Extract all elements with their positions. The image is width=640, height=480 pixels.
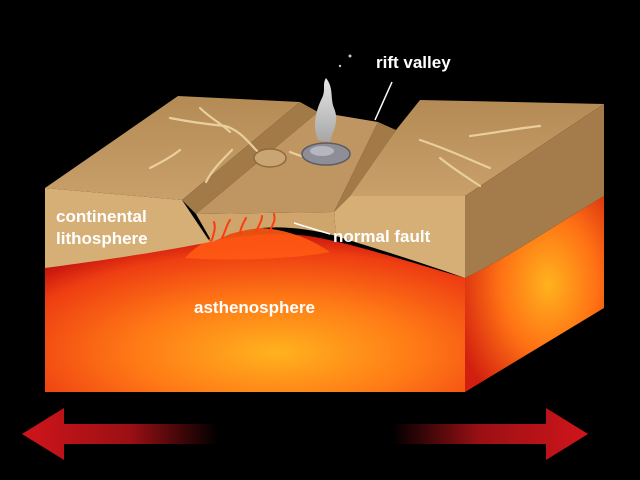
rift-valley-pointer	[374, 81, 393, 121]
normal-fault-label: normal fault	[333, 227, 431, 246]
right-fault-scarp	[334, 122, 396, 212]
continental-lithosphere-label-line1: continental	[56, 207, 147, 226]
right-block-side	[465, 104, 604, 278]
asthenosphere-label: asthenosphere	[194, 298, 315, 317]
asthenosphere-side-face	[465, 196, 604, 392]
rift-floor-front	[196, 212, 336, 242]
rift-valley-label: rift valley	[376, 53, 451, 72]
volcanic-cone	[253, 148, 287, 168]
left-pointing-arrow	[22, 408, 218, 460]
rift-floor-top	[196, 112, 378, 214]
lithosphere-block	[45, 96, 604, 278]
smoke-plume	[315, 54, 352, 142]
magma-veins	[211, 213, 276, 241]
right-block-front	[334, 196, 465, 278]
left-block-top	[45, 96, 300, 200]
left-block-front	[45, 188, 210, 268]
normal-fault-pointer	[293, 222, 331, 235]
right-block-top	[350, 100, 604, 196]
right-pointing-arrow	[392, 408, 588, 460]
left-fault-scarp	[182, 102, 318, 214]
continental-lithosphere-label-line2: lithosphere	[56, 229, 148, 248]
asthenosphere-front-face	[45, 234, 465, 392]
